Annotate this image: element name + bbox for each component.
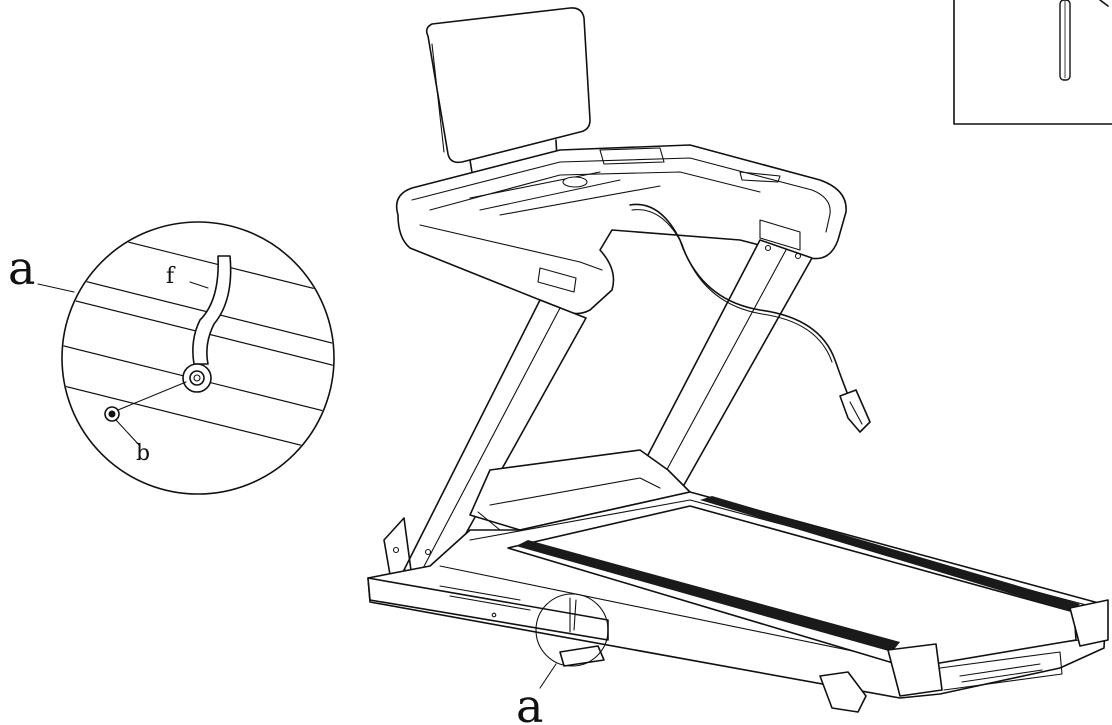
detail-callout-label: a: [8, 241, 35, 295]
right-belt-rail: [700, 496, 1080, 612]
magnified-detail: [37, 221, 335, 495]
screw-b-label: b: [136, 441, 150, 466]
allen-key-icon: [1059, 0, 1109, 81]
base-detail-circle: [535, 593, 609, 689]
screw-b: [104, 406, 120, 422]
bottom-callout-label: a: [516, 679, 543, 725]
cable-clip: [839, 389, 871, 433]
treadmill-deck: [367, 491, 1109, 713]
left-belt-rail: [516, 540, 900, 652]
tool-inset: [953, 0, 1112, 125]
console-cable: [629, 203, 871, 433]
right-upright: [635, 239, 813, 493]
cable-f: [182, 255, 232, 393]
cable-f-label: f: [166, 264, 176, 289]
console-display: [425, 7, 591, 186]
